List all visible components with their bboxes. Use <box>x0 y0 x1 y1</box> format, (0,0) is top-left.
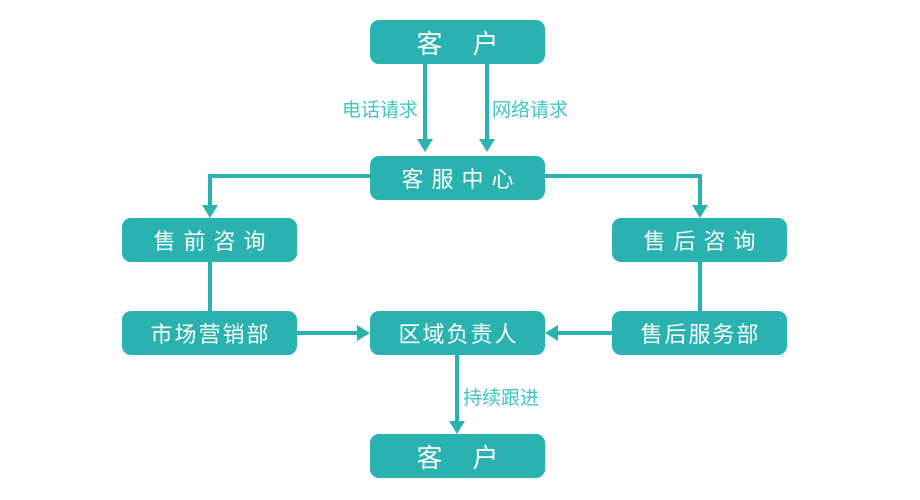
edge-followup-line <box>455 355 459 421</box>
node-service-center-label: 客服中心 <box>401 167 522 192</box>
edge-network-arrowhead-icon <box>479 139 495 152</box>
node-customer-top-label: 客户 <box>416 28 529 59</box>
edge-presale-to-marketing-line <box>208 262 212 311</box>
edge-aftersale-to-service-line <box>698 262 702 311</box>
node-presale-consult-label: 售前咨询 <box>153 229 274 254</box>
node-presale-consult: 售前咨询 <box>122 218 297 262</box>
edge-phone-line <box>423 64 427 139</box>
edge-label-phone-request: 电话请求 <box>341 100 418 121</box>
node-regional-manager-label: 区域负责人 <box>398 322 519 347</box>
edge-aftersale-vline <box>698 174 702 205</box>
node-aftersale-service-dept: 售后服务部 <box>612 311 787 355</box>
node-marketing-dept-label: 市场营销部 <box>150 322 271 347</box>
node-aftersale-service-dept-label: 售后服务部 <box>640 322 761 347</box>
edge-marketing-to-regional-line <box>297 331 357 335</box>
node-aftersale-consult: 售后咨询 <box>612 218 787 262</box>
node-aftersale-consult-label: 售后咨询 <box>643 229 764 254</box>
edge-phone-arrowhead-icon <box>417 139 433 152</box>
edge-marketing-to-regional-arrowhead-icon <box>357 325 370 341</box>
node-regional-manager: 区域负责人 <box>370 311 545 355</box>
node-customer-top: 客户 <box>370 20 545 64</box>
node-service-center: 客服中心 <box>370 156 545 200</box>
edge-label-continuous-follow-up: 持续跟进 <box>463 388 540 409</box>
edge-presale-hline <box>208 174 370 178</box>
edge-service-to-regional-line <box>558 331 612 335</box>
edge-network-line <box>485 64 489 139</box>
edge-aftersale-hline <box>545 174 702 178</box>
edge-service-to-regional-arrowhead-icon <box>545 325 558 341</box>
edge-label-network-request: 网络请求 <box>492 100 569 121</box>
node-customer-bottom: 客户 <box>370 434 545 478</box>
edge-presale-arrowhead-icon <box>202 205 218 218</box>
edge-aftersale-arrowhead-icon <box>692 205 708 218</box>
edge-followup-arrowhead-icon <box>449 421 465 434</box>
edge-presale-vline <box>208 174 212 205</box>
node-marketing-dept: 市场营销部 <box>122 311 297 355</box>
node-customer-bottom-label: 客户 <box>416 442 529 473</box>
